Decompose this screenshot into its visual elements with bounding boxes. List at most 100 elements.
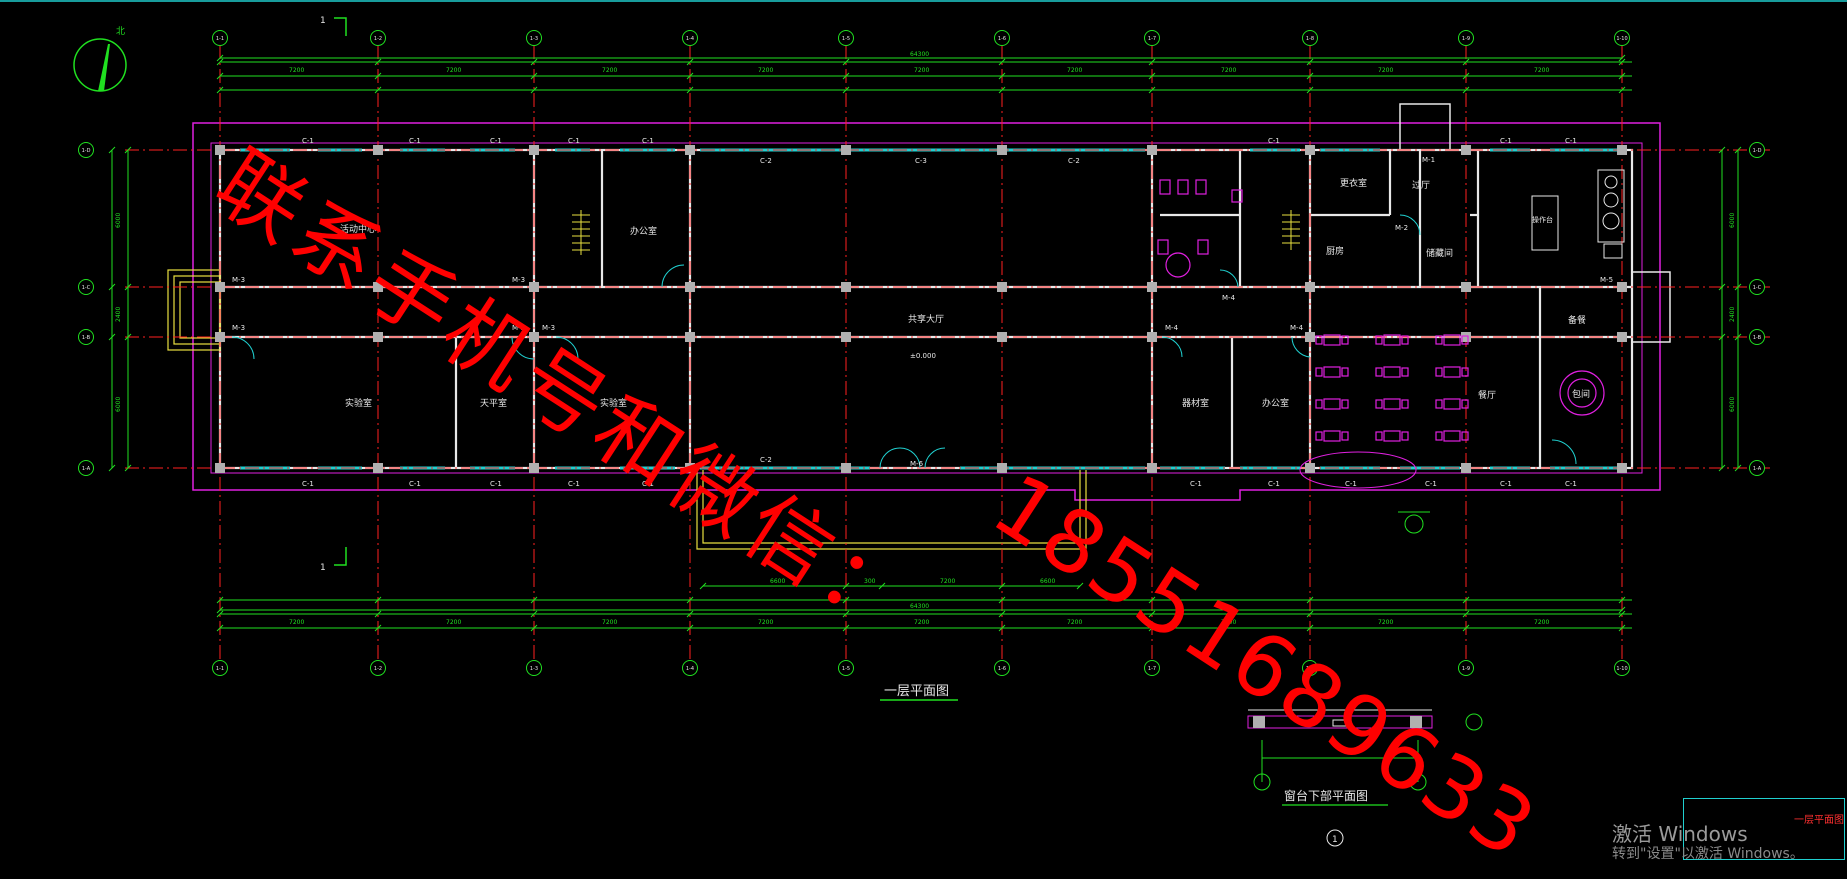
svg-text:1-D: 1-D [82,148,91,154]
room-label: 更衣室 [1340,177,1367,189]
column [215,145,225,155]
column [373,332,383,342]
dimension-label: 6600 [1040,578,1055,585]
axis-bubble: 1-8 [1302,30,1318,46]
column [1617,282,1627,292]
column [1147,145,1157,155]
column [529,145,539,155]
axis-bubble: 1-A [1749,460,1765,476]
svg-text:C-2: C-2 [760,456,772,464]
column [215,282,225,292]
svg-text:1-B: 1-B [82,335,91,341]
svg-text:C-1: C-1 [568,137,580,145]
dimension-label: 7200 [1221,67,1236,74]
axis-bubble: 1-10 [1614,660,1630,676]
room-label: 办公室 [1262,397,1289,409]
dimension-label: 6000 [115,213,122,228]
dimension-label: 6600 [770,578,785,585]
svg-text:C-2: C-2 [1068,157,1080,165]
dimension-label: 7200 [1534,67,1549,74]
svg-text:1-9: 1-9 [1462,36,1470,42]
room-label: 器材室 [1182,397,1209,409]
walls [218,148,1634,470]
axis-bubble: 1-4 [682,30,698,46]
dimension-label: 7200 [1378,619,1393,626]
dimension-label: 7200 [758,619,773,626]
dimension-label: 7200 [1221,619,1236,626]
dimension-label: 7200 [1067,619,1082,626]
column [1305,145,1315,155]
windows-activation-title: 激活 Windows [1612,822,1748,846]
dimension-label: 7200 [758,67,773,74]
column [1461,463,1471,473]
svg-text:C-1: C-1 [1268,137,1280,145]
drawing-title: 一层平面图 [884,684,949,699]
sill-title: 窗台下部平面图 [1284,788,1368,803]
svg-text:1-8: 1-8 [1306,666,1314,672]
axis-bubble: 1-10 [1614,30,1630,46]
room-label: 活动中心 [340,223,376,235]
room-label: 共享大厅 [908,313,944,325]
svg-text:1-6: 1-6 [998,36,1006,42]
column [1461,145,1471,155]
dimension-lines [108,54,1742,632]
axis-bubble: 1-4 [682,660,698,676]
svg-text:C-1: C-1 [1345,480,1357,488]
svg-text:C-1: C-1 [1500,137,1512,145]
dimension-label: 2400 [115,307,122,322]
svg-text:1-C: 1-C [1753,285,1762,291]
dimension-label: 2400 [1729,307,1736,322]
svg-text:C-1: C-1 [1425,480,1437,488]
axis-bubble: 1-A [78,460,94,476]
svg-text:1-3: 1-3 [530,36,538,42]
column [1147,332,1157,342]
column [1461,282,1471,292]
svg-text:1-5: 1-5 [842,666,850,672]
dimension-label: 7200 [446,619,461,626]
column [841,332,851,342]
axis-bubble: 1-B [1749,329,1765,345]
svg-text:M-4: M-4 [1290,324,1304,332]
svg-text:1-5: 1-5 [842,36,850,42]
column [1305,332,1315,342]
column [373,463,383,473]
svg-text:1-B: 1-B [1753,335,1762,341]
axis-bubble: 1-3 [526,30,542,46]
room-label: 实验室 [600,397,627,409]
overall-dimension: 64300 [910,603,929,610]
svg-text:1-A: 1-A [82,466,91,472]
svg-text:C-1: C-1 [302,137,314,145]
column [1147,282,1157,292]
north-label: 北 [116,26,125,37]
room-label: 实验室 [345,397,372,409]
svg-text:1-A: 1-A [1753,466,1762,472]
overall-dimension: 64300 [910,51,929,58]
axis-bubble: 1-7 [1144,660,1160,676]
column [373,145,383,155]
dimension-label: 6000 [1729,213,1736,228]
room-label: 办公室 [630,225,657,237]
svg-text:C-1: C-1 [642,137,654,145]
sill-detail: 窗台下部平面图 1 [1247,709,1483,847]
svg-text:C-1: C-1 [1190,480,1202,488]
column [997,282,1007,292]
dimension-label: 6000 [1729,397,1736,412]
room-label: 天平室 [480,397,507,409]
axis-bubble: 1-1 [212,660,228,676]
svg-text:C-1: C-1 [642,480,654,488]
column [841,282,851,292]
svg-text:±0.000: ±0.000 [910,352,936,360]
dimension-label: 7200 [289,67,304,74]
round-table [1559,370,1605,416]
column [997,145,1007,155]
dimension-label: 7200 [1534,619,1549,626]
dimension-label: 7200 [1378,67,1393,74]
svg-text:M-4: M-4 [1165,324,1179,332]
svg-text:1-1: 1-1 [216,36,224,42]
room-label: 过厅 [1412,179,1430,191]
column [1305,282,1315,292]
column [685,463,695,473]
axis-bubble: 1-2 [370,30,386,46]
kitchen-equipment [1531,169,1625,259]
